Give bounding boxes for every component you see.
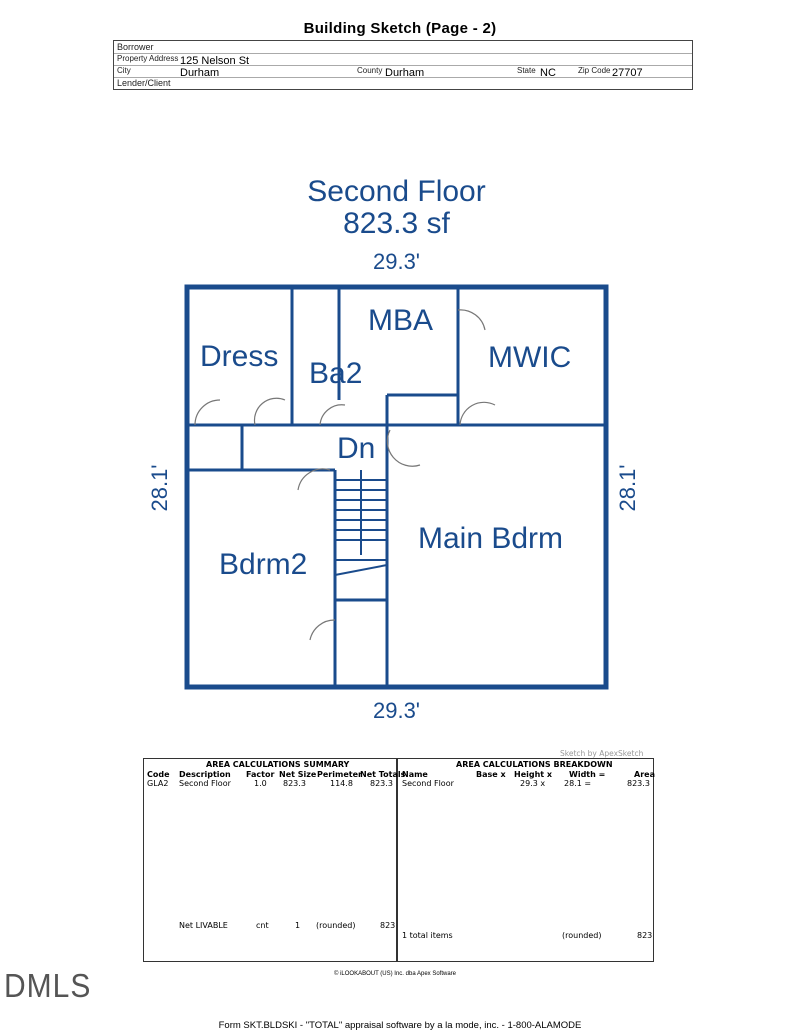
- cell-net-size: 823.3: [283, 779, 306, 788]
- cell-factor: 1.0: [254, 779, 267, 788]
- col-factor: Factor: [246, 770, 275, 779]
- state-value: NC: [540, 67, 556, 79]
- cell-perimeter: 114.8: [330, 779, 353, 788]
- room-mwic: MWIC: [488, 341, 572, 374]
- col-height: Height x: [514, 770, 553, 779]
- col-name: Name: [402, 770, 428, 779]
- total-label: Net LIVABLE: [179, 921, 228, 930]
- dmls-watermark: DMLS: [4, 968, 92, 1005]
- col-base: Base x: [476, 770, 506, 779]
- col-code: Code: [147, 770, 170, 779]
- floor-area: 823.3 sf: [343, 207, 450, 240]
- cell-code: GLA2: [147, 779, 169, 788]
- door-swings: [194, 309, 496, 641]
- room-dress: Dress: [200, 340, 279, 373]
- cell-description: Second Floor: [179, 779, 231, 788]
- address-value: 125 Nelson St: [180, 55, 250, 67]
- room-ba2: Ba2: [309, 357, 363, 390]
- city-value: Durham: [180, 67, 220, 79]
- breakdown-total: 823: [637, 931, 653, 940]
- room-main-bdrm: Main Bdrm: [418, 522, 564, 555]
- col-perimeter: Perimeter: [317, 770, 362, 779]
- state-label: State: [517, 66, 536, 75]
- sketch-credit: Sketch by ApexSketch: [560, 749, 644, 758]
- col-net-totals: Net Totals: [360, 770, 406, 779]
- dim-bottom: 29.3': [372, 698, 421, 723]
- total-rounded: (rounded): [316, 921, 356, 930]
- col-width: Width =: [569, 770, 606, 779]
- cell-name: Second Floor: [402, 779, 454, 788]
- area-calculations-table: AREA CALCULATIONS SUMMARY Code Descripti…: [143, 758, 655, 962]
- zip-value: 27707: [612, 67, 643, 79]
- dim-top: 29.3': [372, 249, 421, 274]
- lender-label: Lender/Client: [117, 78, 171, 88]
- address-label: Property Address: [117, 54, 179, 63]
- floor-name: Second Floor: [307, 175, 486, 208]
- county-value: Durham: [385, 67, 425, 79]
- col-net-size: Net Size: [279, 770, 317, 779]
- borrower-row: Borrower: [114, 41, 692, 54]
- total-value: 823: [380, 921, 396, 930]
- cell-height: 29.3 x: [520, 779, 546, 788]
- breakdown-rounded: (rounded): [562, 931, 602, 940]
- county-label: County: [357, 66, 383, 75]
- cell-net-totals: 823.3: [370, 779, 393, 788]
- room-bdrm2: Bdrm2: [219, 548, 308, 581]
- col-area: Area: [634, 770, 655, 779]
- cell-width: 28.1 =: [564, 779, 592, 788]
- page-title: Building Sketch (Page - 2): [303, 20, 497, 37]
- lender-row: Lender/Client: [114, 77, 692, 89]
- copyright: © iLOOKABOUT (US) Inc. dba Apex Software: [333, 971, 457, 977]
- total-count: 1: [295, 921, 301, 930]
- stairs: [334, 470, 388, 576]
- room-dn: Dn: [337, 432, 376, 465]
- breakdown-title: AREA CALCULATIONS BREAKDOWN: [456, 760, 613, 769]
- cell-area: 823.3: [627, 779, 650, 788]
- form-footer: Form SKT.BLDSKI - "TOTAL" appraisal soft…: [218, 1020, 582, 1031]
- divider: [396, 759, 398, 961]
- total-items: 1 total items: [402, 931, 453, 940]
- city-label: City: [117, 66, 131, 75]
- zip-label: Zip Code: [578, 66, 611, 75]
- room-mba: MBA: [368, 304, 434, 337]
- total-cnt: cnt: [256, 921, 269, 930]
- outer-wall: [184, 284, 609, 690]
- summary-title: AREA CALCULATIONS SUMMARY: [206, 760, 350, 769]
- col-description: Description: [179, 770, 231, 779]
- borrower-label: Borrower: [117, 42, 154, 52]
